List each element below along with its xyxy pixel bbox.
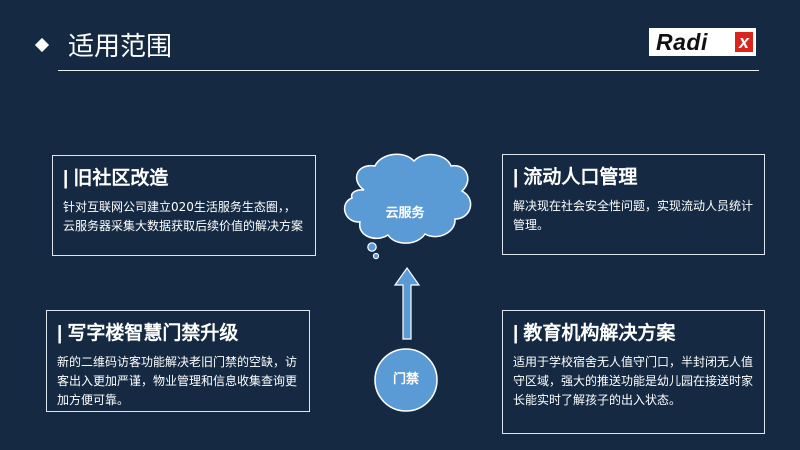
title-bar-icon: | <box>63 168 69 189</box>
title-bar-icon: | <box>513 323 519 344</box>
card-description: 新的二维码访客功能解决老旧门禁的空缺，访客出入更加严谨，物业管理和信息收集查询更… <box>57 355 298 407</box>
title-bar-icon: | <box>513 167 519 188</box>
card-title-text: 教育机构解决方案 <box>523 323 676 344</box>
card-description: 解决现在社会安全性问题，实现流动人员统计管理。 <box>513 199 754 232</box>
up-arrow-icon <box>393 266 421 340</box>
card-title-text: 流动人口管理 <box>523 167 638 188</box>
card-title: |写字楼智慧门禁升级 <box>57 321 299 347</box>
card-old-community: |旧社区改造 针对互联网公司建立020生活服务生态圈，，云服务器采集大数据获取后… <box>52 155 316 256</box>
card-education-solution: |教育机构解决方案 适用于学校宿舍无人值守门口，半封闭无人值守区域，强大的推送功… <box>502 310 765 434</box>
card-title-text: 写字楼智慧门禁升级 <box>67 323 239 344</box>
cloud-service-label: 云服务 <box>385 206 425 221</box>
card-description: 适用于学校宿舍无人值守门口，半封闭无人值守区域，强大的推送功能是幼儿园在接送时家… <box>513 355 754 407</box>
page-title: 适用范围 <box>68 32 173 62</box>
logo-accent-letter: x <box>735 32 753 52</box>
card-title: |教育机构解决方案 <box>513 321 754 347</box>
card-floating-population: |流动人口管理 解决现在社会安全性问题，实现流动人员统计管理。 <box>502 154 765 255</box>
logo-text: Radi <box>656 29 708 55</box>
card-title: |流动人口管理 <box>513 165 754 191</box>
card-description: 针对互联网公司建立020生活服务生态圈，，云服务器采集大数据获取后续价值的解决方… <box>63 200 304 233</box>
access-control-label: 门禁 <box>392 372 419 387</box>
card-title-text: 旧社区改造 <box>73 168 169 189</box>
card-office-access-upgrade: |写字楼智慧门禁升级 新的二维码访客功能解决老旧门禁的空缺，访客出入更加严谨，物… <box>46 310 310 412</box>
diamond-bullet-icon <box>34 37 50 53</box>
card-title: |旧社区改造 <box>63 166 305 192</box>
title-bar-icon: | <box>57 323 63 344</box>
header-divider <box>58 70 759 71</box>
radix-logo: Radi x <box>649 28 756 56</box>
